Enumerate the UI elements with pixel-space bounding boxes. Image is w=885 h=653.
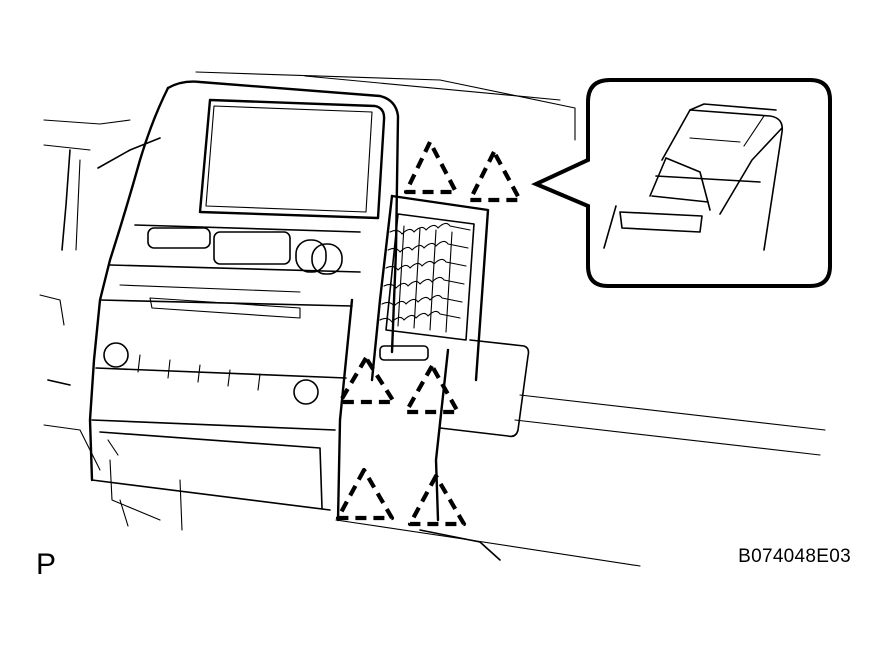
dashed-triangle-clip-icon bbox=[467, 149, 523, 203]
clip-detail-icon bbox=[603, 103, 784, 251]
clip-markers bbox=[335, 139, 523, 527]
clip-detail-callout bbox=[531, 78, 832, 288]
dashed-triangle-clip-icon bbox=[407, 473, 467, 527]
lower-storage-pocket bbox=[99, 431, 323, 509]
center-vent-panel bbox=[370, 194, 490, 382]
view-label: P bbox=[36, 548, 57, 581]
cd-slot bbox=[119, 284, 301, 319]
dashed-triangle-clip-icon bbox=[335, 467, 395, 521]
figure-code: B074048E03 bbox=[738, 546, 851, 567]
dashboard-outline bbox=[39, 71, 576, 471]
upper-button-row bbox=[147, 227, 343, 275]
knob-row bbox=[103, 342, 319, 405]
dashed-triangle-clip-icon bbox=[403, 139, 459, 195]
display-screen bbox=[198, 98, 386, 220]
vent-louvers bbox=[379, 222, 471, 333]
dashed-triangle-clip-icon bbox=[337, 355, 397, 405]
dashed-triangle-clip-icon bbox=[403, 363, 461, 415]
passenger-dash bbox=[335, 339, 826, 567]
